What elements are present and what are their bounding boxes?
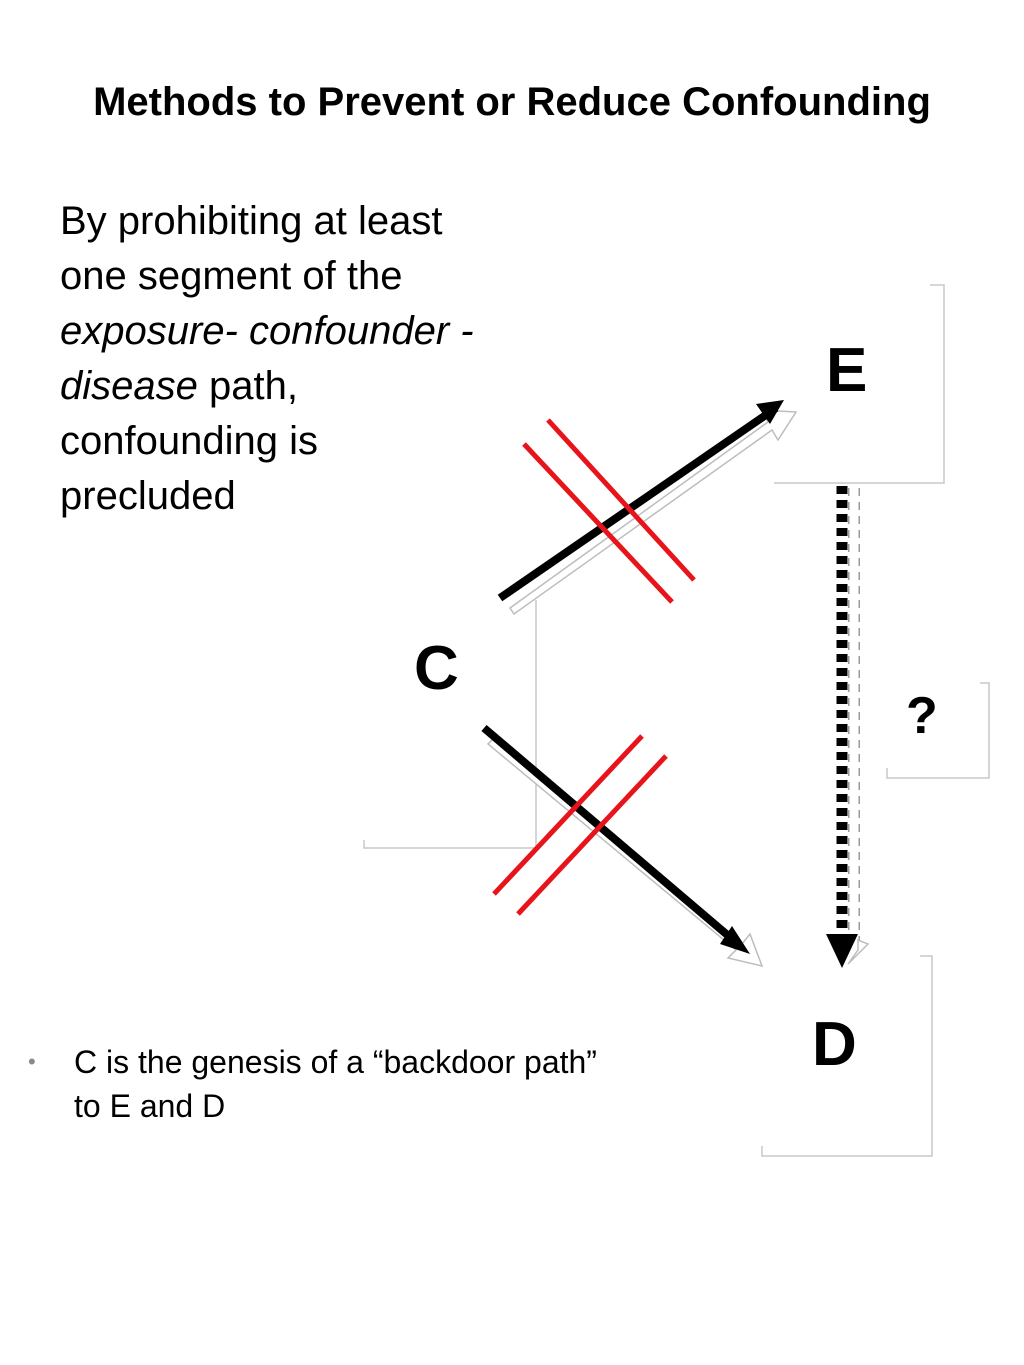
- edge-e-to-d: [826, 486, 870, 968]
- block-stroke-4: [516, 754, 668, 916]
- body-line-3: exposure- confounder -: [60, 309, 474, 353]
- frame-c: [363, 600, 537, 849]
- body-line-5: confounding is: [60, 419, 318, 463]
- body-disease-word: disease: [60, 364, 198, 408]
- block-stroke-3: [492, 734, 644, 896]
- edge-e-d-head: [826, 934, 858, 968]
- edge-e-d-shadow-head: [847, 938, 870, 965]
- node-confounder-label: C: [414, 634, 459, 703]
- body-path-word: path,: [197, 364, 298, 408]
- frame-d: [761, 955, 933, 1157]
- frame-lines: [363, 284, 990, 1157]
- body-paragraph: By prohibiting at least one segment of t…: [60, 194, 550, 524]
- frame-q: [886, 682, 990, 779]
- node-exposure-label: E: [826, 336, 868, 405]
- block-mark-c-e: [522, 418, 696, 604]
- edge-c-to-e: [497, 400, 798, 616]
- question-mark-label: ?: [906, 687, 938, 745]
- body-line-6: precluded: [60, 474, 236, 518]
- block-stroke-1: [522, 442, 674, 604]
- node-disease-label: D: [812, 1010, 857, 1079]
- block-stroke-2: [546, 418, 696, 582]
- bullet-text: C is the genesis of a “backdoor path” to…: [74, 1044, 597, 1124]
- body-line-2: one segment of the: [60, 254, 403, 298]
- edge-c-e-line: [497, 404, 779, 602]
- edge-c-e-head: [756, 400, 784, 424]
- edge-c-e-shadow: [508, 409, 798, 616]
- slide-title: Methods to Prevent or Reduce Confounding: [93, 80, 931, 124]
- body-line-4: disease path,: [60, 359, 550, 414]
- bullet-dot-icon: •: [28, 1049, 36, 1074]
- body-line-1: By prohibiting at least: [60, 199, 443, 243]
- frame-e: [774, 284, 945, 484]
- block-mark-c-d: [492, 734, 668, 916]
- edge-c-to-d: [481, 724, 764, 968]
- edge-c-d-head: [720, 926, 750, 954]
- edge-c-d-line: [481, 724, 741, 948]
